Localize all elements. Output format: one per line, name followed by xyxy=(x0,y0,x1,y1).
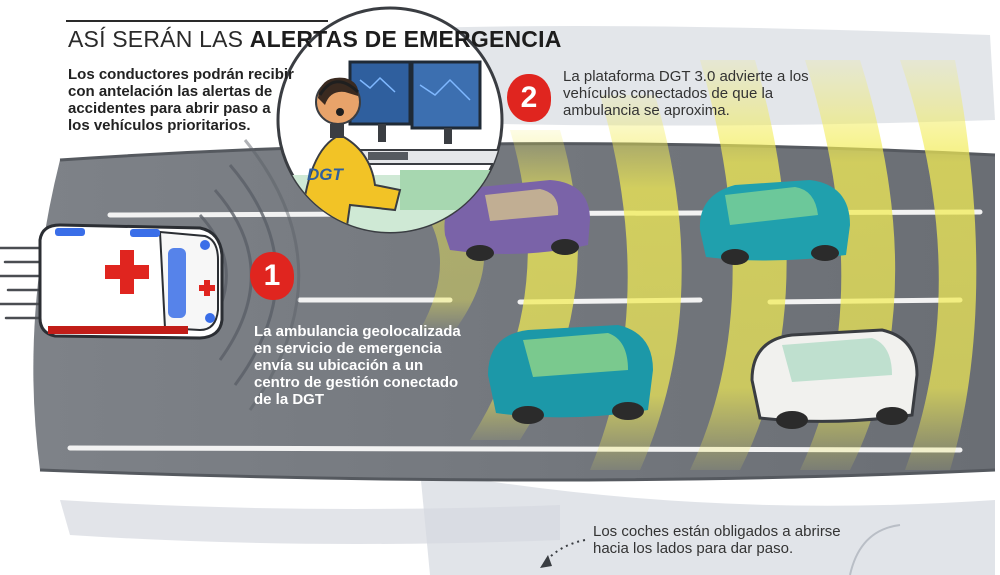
title-rule xyxy=(66,20,328,22)
operator-shirt-label: DGT xyxy=(307,165,345,184)
page-title: ASÍ SERÁN LAS ALERTAS DE EMERGENCIA xyxy=(68,26,562,53)
arrow-down-icon xyxy=(540,539,586,568)
step-2-badge: 2 xyxy=(507,74,551,122)
monitor-icon xyxy=(348,60,482,144)
intro-line: Los conductores podrán recibir xyxy=(68,66,294,83)
intro-line: los vehículos prioritarios. xyxy=(68,117,251,134)
final-note: Los coches están obligados a abrirse hac… xyxy=(593,523,841,557)
intro-line: con antelación las alertas de xyxy=(68,83,273,100)
step-2-line: La plataforma DGT 3.0 advierte a los xyxy=(563,68,809,85)
title-regular: ASÍ SERÁN LAS xyxy=(68,26,244,52)
headset-icon xyxy=(318,80,360,116)
step-2-line: vehículos conectados de que la xyxy=(563,85,774,102)
step-1-badge: 1 xyxy=(250,252,294,300)
step-1-line: centro de gestión conectado xyxy=(254,374,459,391)
speed-lines xyxy=(0,246,47,320)
car-icon xyxy=(444,180,919,429)
step-2-line: ambulancia se aproxima. xyxy=(563,102,730,119)
intro-text: Los conductores podrán recibir con antel… xyxy=(68,66,294,134)
keyboard-icon xyxy=(368,152,408,160)
intro-line: accidentes para abrir paso a xyxy=(68,100,271,117)
step-1-line: de la DGT xyxy=(254,391,325,408)
step-1-line: envía su ubicación a un xyxy=(254,357,424,374)
final-note-line: hacia los lados para dar paso. xyxy=(593,540,794,557)
decorative-arc xyxy=(849,524,901,575)
title-bold: ALERTAS DE EMERGENCIA xyxy=(249,26,562,52)
final-note-line: Los coches están obligados a abrirse xyxy=(593,523,841,540)
siren-light-icon xyxy=(55,228,215,323)
ambulance-icon xyxy=(38,223,224,340)
red-cross-icon xyxy=(105,250,215,296)
step-1-line: en servicio de emergencia xyxy=(254,340,442,357)
step-1-line: La ambulancia geolocalizada xyxy=(254,323,461,340)
step-1-text: La ambulancia geolocalizada en servicio … xyxy=(254,323,461,408)
step-2-text: La plataforma DGT 3.0 advierte a los veh… xyxy=(563,68,809,119)
